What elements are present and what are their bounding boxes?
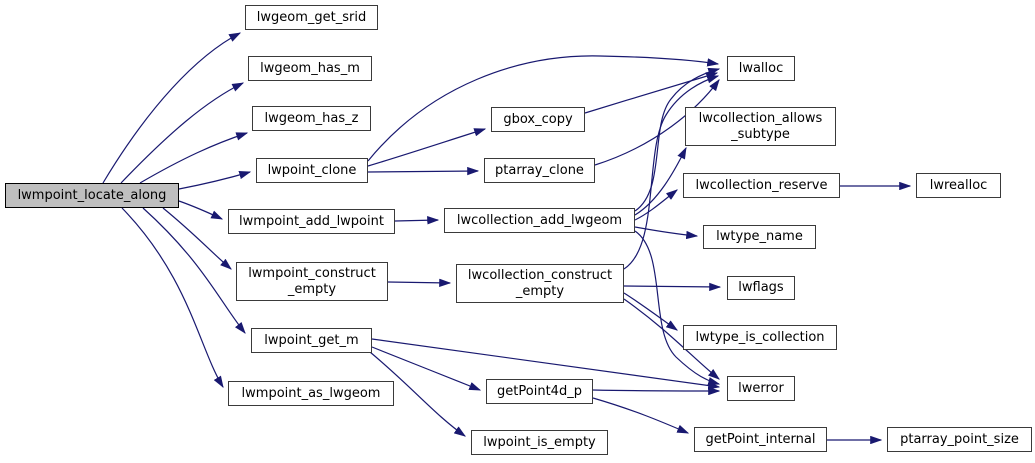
node-label: lwgeom_get_srid bbox=[256, 9, 367, 25]
edge-getPoint4d_p-to-getPoint_internal bbox=[592, 397, 690, 434]
edge-lwmpoint_locate_along-to-lwpoint_get_m bbox=[142, 207, 246, 334]
node-label: lwerror bbox=[738, 380, 784, 396]
edge-lwmpoint_locate_along-to-lwgeom_get_srid bbox=[102, 32, 242, 184]
node-label-line: lwcollection_allows bbox=[698, 110, 823, 126]
node-lwgeom_get_srid[interactable]: lwgeom_get_srid bbox=[245, 5, 378, 30]
edge-lwmpoint_locate_along-to-lwmpoint_construct_empty bbox=[162, 207, 232, 270]
node-lwrealloc[interactable]: lwrealloc bbox=[916, 173, 1001, 198]
node-lwerror[interactable]: lwerror bbox=[727, 376, 795, 401]
node-ptarray_clone[interactable]: ptarray_clone bbox=[484, 158, 595, 183]
node-label: lwgeom_has_z bbox=[264, 110, 359, 126]
node-label: lwcollection_add_lwgeom bbox=[456, 212, 623, 228]
edge-lwmpoint_locate_along-to-lwgeom_has_z bbox=[139, 132, 249, 184]
node-lwalloc[interactable]: lwalloc bbox=[727, 56, 795, 81]
node-label: lwalloc bbox=[738, 60, 784, 76]
node-gbox_copy[interactable]: gbox_copy bbox=[491, 107, 585, 132]
edge-lwmpoint_locate_along-to-lwmpoint_add_lwpoint bbox=[178, 200, 224, 220]
node-lwpoint_clone[interactable]: lwpoint_clone bbox=[256, 158, 368, 183]
node-label-line: lwcollection_construct bbox=[467, 267, 613, 283]
node-label: lwgeom_has_m bbox=[260, 60, 360, 76]
edge-ptarray_clone-to-lwalloc bbox=[594, 79, 720, 166]
node-lwtype_name[interactable]: lwtype_name bbox=[703, 225, 816, 249]
node-getPoint4d_p[interactable]: getPoint4d_p bbox=[486, 379, 593, 404]
node-lwmpoint_construct_empty[interactable]: lwmpoint_construct_empty bbox=[236, 262, 388, 301]
node-label: lwpoint_clone bbox=[267, 162, 357, 178]
node-label: lwpoint_is_empty bbox=[483, 434, 596, 450]
node-lwcollection_add_lwgeom[interactable]: lwcollection_add_lwgeom bbox=[444, 208, 635, 233]
node-ptarray_point_size[interactable]: ptarray_point_size bbox=[887, 427, 1032, 452]
edge-lwcollection_construct_empty-to-lwflags bbox=[623, 282, 722, 292]
node-label: lwmpoint_as_lwgeom bbox=[241, 385, 381, 401]
node-lwpoint_get_m[interactable]: lwpoint_get_m bbox=[251, 328, 372, 353]
node-label-line: _empty bbox=[287, 281, 337, 297]
node-label-line: lwmpoint_construct bbox=[248, 265, 376, 281]
node-getPoint_internal[interactable]: getPoint_internal bbox=[694, 427, 827, 452]
node-lwflags[interactable]: lwflags bbox=[727, 276, 795, 300]
edge-lwpoint_get_m-to-lwpoint_is_empty bbox=[369, 351, 466, 437]
node-lwtype_is_collection[interactable]: lwtype_is_collection bbox=[683, 325, 837, 350]
node-label-line: _empty bbox=[515, 283, 565, 299]
edge-lwmpoint_locate_along-to-lwpoint_clone bbox=[178, 170, 252, 190]
edge-getPoint4d_p-to-lwerror bbox=[592, 386, 721, 396]
node-label: lwrealloc bbox=[929, 177, 988, 193]
edge-lwcollection_add_lwgeom-to-lwcollection_allows_subtype bbox=[634, 146, 687, 216]
node-label: lwtype_name bbox=[716, 229, 803, 244]
node-label: getPoint4d_p bbox=[497, 383, 582, 399]
node-lwmpoint_add_lwpoint[interactable]: lwmpoint_add_lwpoint bbox=[228, 209, 395, 234]
edge-lwpoint_clone-to-ptarray_clone bbox=[367, 166, 480, 176]
node-lwcollection_construct_empty[interactable]: lwcollection_construct_empty bbox=[456, 264, 624, 303]
edge-lwcollection_construct_empty-to-lwerror bbox=[623, 298, 720, 380]
edge-lwmpoint_construct_empty-to-lwcollection_construct_empty bbox=[387, 278, 452, 288]
node-label: gbox_copy bbox=[503, 111, 573, 127]
node-label-line: _subtype bbox=[731, 126, 790, 142]
node-label: getPoint_internal bbox=[705, 431, 816, 447]
edge-lwcollection_add_lwgeom-to-lwerror bbox=[634, 230, 721, 386]
edge-gbox_copy-to-lwalloc bbox=[584, 72, 719, 114]
edge-lwpoint_clone-to-lwalloc bbox=[367, 55, 720, 162]
node-lwcollection_reserve[interactable]: lwcollection_reserve bbox=[683, 173, 840, 198]
edge-lwcollection_add_lwgeom-to-lwcollection_reserve bbox=[634, 189, 678, 221]
node-label: lwcollection_reserve bbox=[695, 177, 828, 193]
node-label: lwmpoint_add_lwpoint bbox=[239, 213, 384, 229]
edge-lwpoint_get_m-to-lwerror bbox=[371, 338, 721, 390]
edge-lwcollection_construct_empty-to-lwtype_is_collection bbox=[623, 292, 678, 331]
edge-lwmpoint_locate_along-to-lwmpoint_as_lwgeom bbox=[121, 207, 224, 389]
node-label: ptarray_point_size bbox=[900, 431, 1019, 447]
edge-lwcollection_add_lwgeom-to-lwtype_name bbox=[634, 226, 699, 240]
node-label: lwpoint_get_m bbox=[264, 332, 359, 348]
node-lwgeom_has_m[interactable]: lwgeom_has_m bbox=[248, 56, 372, 81]
edge-lwmpoint_add_lwpoint-to-lwcollection_add_lwgeom bbox=[394, 216, 440, 225]
edge-lwpoint_get_m-to-getPoint4d_p bbox=[371, 346, 482, 391]
node-label: ptarray_clone bbox=[495, 162, 584, 178]
edge-lwmpoint_locate_along-to-lwgeom_has_m bbox=[120, 82, 245, 184]
node-lwgeom_has_z[interactable]: lwgeom_has_z bbox=[252, 106, 371, 131]
node-lwpoint_is_empty[interactable]: lwpoint_is_empty bbox=[471, 430, 608, 455]
edge-lwpoint_clone-to-gbox_copy bbox=[367, 128, 487, 167]
node-lwmpoint_locate_along[interactable]: lwmpoint_locate_along bbox=[5, 183, 179, 208]
node-label: lwflags bbox=[738, 280, 784, 295]
node-lwmpoint_as_lwgeom[interactable]: lwmpoint_as_lwgeom bbox=[228, 381, 394, 406]
node-lwcollection_allows_subtype[interactable]: lwcollection_allows_subtype bbox=[685, 107, 836, 146]
node-label: lwtype_is_collection bbox=[695, 329, 825, 345]
edge-lwcollection_construct_empty-to-lwalloc bbox=[623, 75, 720, 270]
node-label: lwmpoint_locate_along bbox=[17, 187, 167, 203]
